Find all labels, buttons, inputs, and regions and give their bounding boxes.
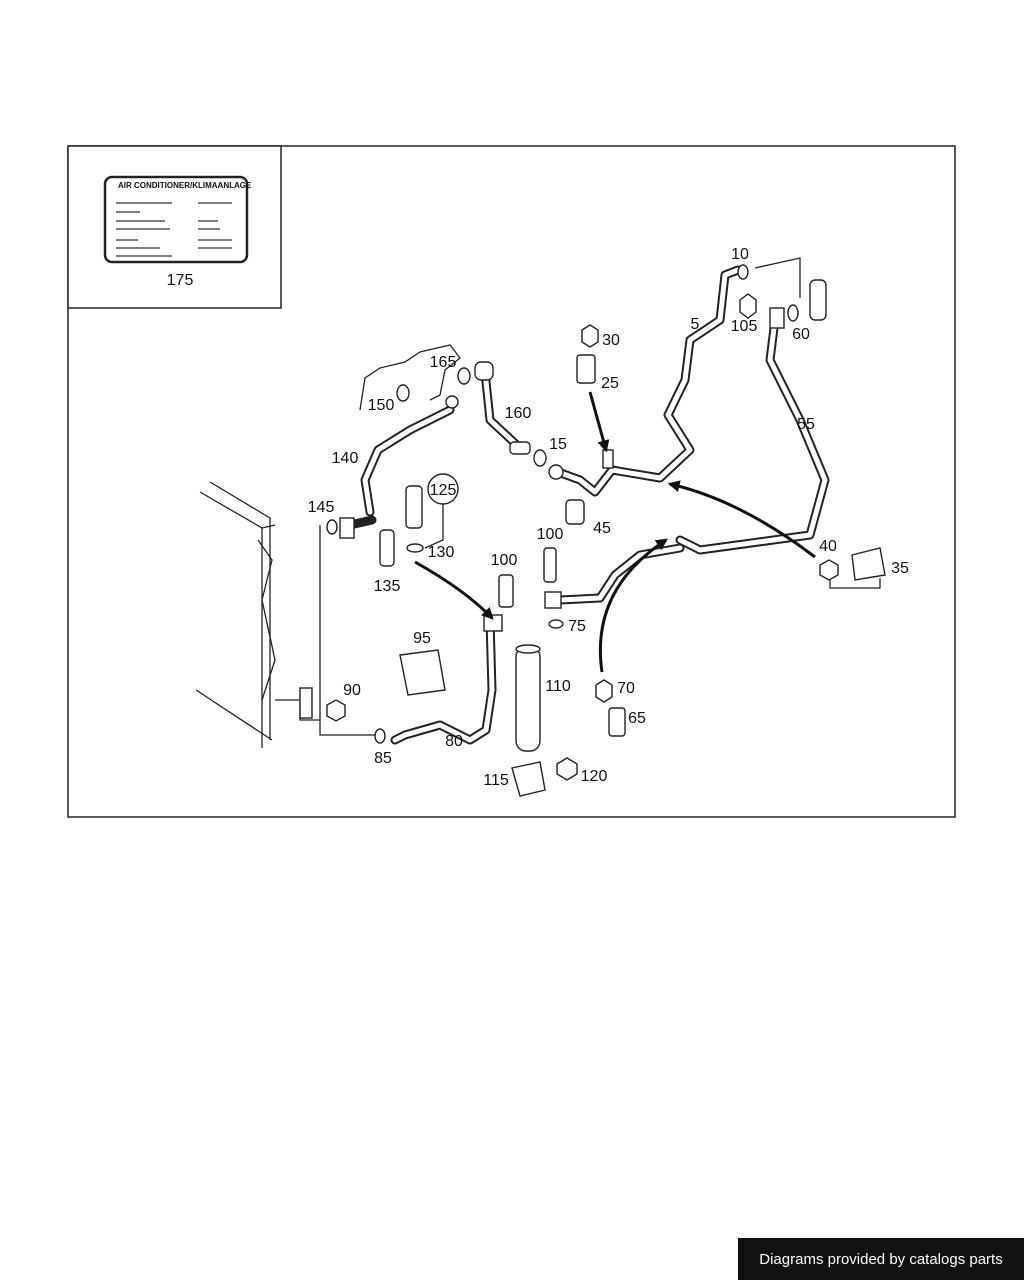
callout-90: 90 bbox=[343, 682, 361, 699]
o-ring-150 bbox=[396, 384, 410, 402]
cap-30 bbox=[581, 324, 599, 348]
callout-15: 15 bbox=[549, 436, 567, 453]
callout-135: 135 bbox=[374, 578, 401, 595]
callout-100-right: 100 bbox=[537, 526, 564, 543]
o-ring-15 bbox=[533, 449, 547, 467]
footer-credit: Diagrams provided by catalogs parts bbox=[738, 1238, 1024, 1280]
arrow-from-70 bbox=[598, 538, 669, 673]
hose-160 bbox=[474, 361, 531, 455]
nut-40 bbox=[819, 559, 839, 581]
hose-140 bbox=[339, 395, 459, 539]
callout-165: 165 bbox=[430, 354, 457, 371]
label-card: AIR CONDITIONER/KLIMAANLAGE bbox=[103, 175, 252, 264]
callout-145: 145 bbox=[308, 499, 335, 516]
hose-55 bbox=[675, 307, 830, 555]
o-ring-85 bbox=[374, 728, 386, 744]
callout-160: 160 bbox=[505, 405, 532, 422]
callout-85: 85 bbox=[374, 750, 392, 767]
valve-65 bbox=[608, 707, 626, 737]
switch-135 bbox=[379, 529, 395, 567]
callout-30: 30 bbox=[602, 332, 620, 349]
arrow-from-35 bbox=[667, 480, 816, 559]
receiver-drier bbox=[515, 644, 541, 752]
callout-75: 75 bbox=[568, 618, 586, 635]
callout-45: 45 bbox=[593, 520, 611, 537]
callout-55: 55 bbox=[797, 416, 815, 433]
callout-25: 25 bbox=[601, 375, 619, 392]
callout-100-left: 100 bbox=[491, 552, 518, 569]
hose-75 bbox=[544, 543, 685, 609]
bolt-100-left bbox=[498, 574, 514, 608]
callout-80: 80 bbox=[445, 733, 463, 750]
callout-120: 120 bbox=[581, 768, 608, 785]
callout-5: 5 bbox=[691, 316, 700, 333]
nut-90 bbox=[326, 699, 346, 722]
callout-70: 70 bbox=[617, 680, 635, 697]
label-card-title: AIR CONDITIONER/KLIMAANLAGE bbox=[118, 181, 252, 190]
bracket-115 bbox=[511, 761, 546, 797]
callout-130: 130 bbox=[428, 544, 455, 561]
callout-95: 95 bbox=[413, 630, 431, 647]
fitting-45 bbox=[565, 499, 585, 525]
callout-140: 140 bbox=[332, 450, 359, 467]
callout-65: 65 bbox=[628, 710, 646, 727]
cap-70 bbox=[595, 679, 613, 703]
mount-95 bbox=[399, 649, 446, 696]
hose-5 bbox=[548, 265, 743, 497]
callout-35: 35 bbox=[891, 560, 909, 577]
callout-110: 110 bbox=[545, 678, 571, 695]
condenser bbox=[195, 481, 320, 748]
o-ring-165 bbox=[457, 367, 471, 385]
nut-120 bbox=[556, 757, 578, 781]
engine-outline bbox=[359, 344, 461, 411]
callout-150: 150 bbox=[368, 397, 395, 414]
valve-25 bbox=[576, 354, 596, 384]
o-ring-130 bbox=[406, 543, 424, 553]
callout-60: 60 bbox=[792, 326, 810, 343]
arrow-from-135 bbox=[414, 560, 494, 620]
label-card-part-number: 175 bbox=[167, 272, 194, 289]
o-ring-75 bbox=[548, 619, 564, 629]
bolt-100-right bbox=[543, 547, 557, 583]
nut-105 bbox=[739, 293, 757, 319]
o-ring-60 bbox=[787, 304, 799, 322]
leader-145-85 bbox=[319, 525, 375, 736]
callout-105: 105 bbox=[731, 318, 758, 335]
arrow-to-25 bbox=[588, 391, 610, 453]
valve-10 bbox=[809, 279, 827, 321]
callout-125: 125 bbox=[430, 482, 457, 499]
switch-125 bbox=[405, 485, 423, 529]
o-ring-10 bbox=[737, 264, 749, 280]
callout-40: 40 bbox=[819, 538, 837, 555]
callout-115: 115 bbox=[483, 772, 509, 789]
o-ring-145 bbox=[326, 519, 338, 535]
callout-10: 10 bbox=[731, 246, 749, 263]
mount-35 bbox=[851, 547, 886, 581]
